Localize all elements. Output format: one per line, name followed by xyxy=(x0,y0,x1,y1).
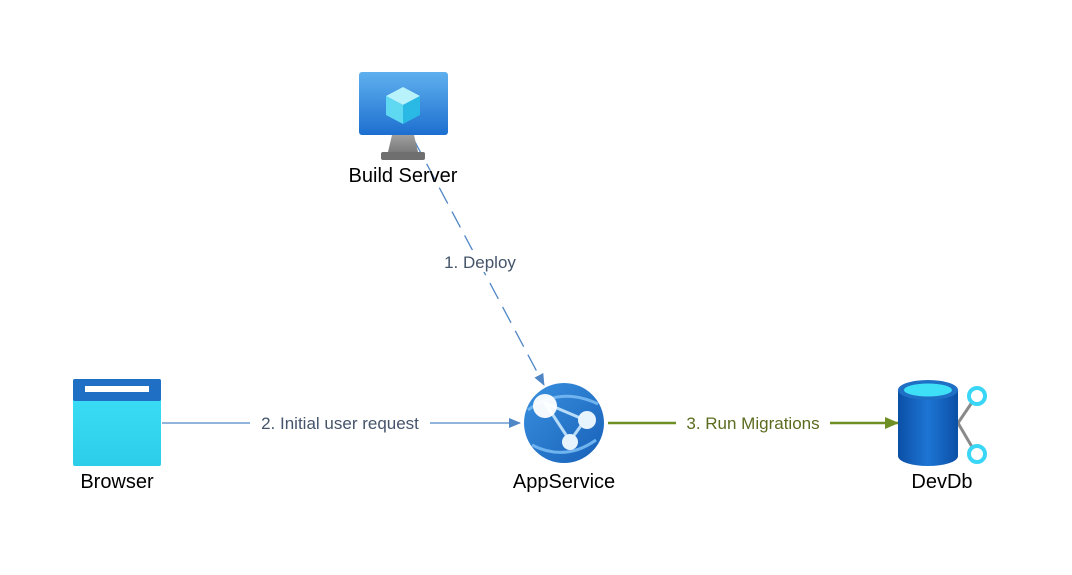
node-build-server[interactable]: Build Server xyxy=(349,72,458,187)
browser-label: Browser xyxy=(80,471,154,493)
app-service-label: AppService xyxy=(513,471,615,493)
run-migrations-label-bg xyxy=(676,411,830,435)
vm-monitor-icon xyxy=(359,72,448,160)
user-request-label: 2. Initial user request xyxy=(261,414,419,433)
node-app-service[interactable]: AppService xyxy=(513,383,615,493)
sql-database-icon xyxy=(898,380,987,466)
edge-run-migrations: 3. Run Migrations xyxy=(608,411,899,435)
build-server-label: Build Server xyxy=(349,165,458,187)
node-dev-db[interactable]: DevDb xyxy=(898,380,987,493)
deploy-label-bg xyxy=(436,250,524,272)
run-migrations-label: 3. Run Migrations xyxy=(686,414,819,433)
edge-user-request: 2. Initial user request xyxy=(162,411,521,435)
node-browser[interactable]: Browser xyxy=(73,379,161,493)
app-service-globe-icon xyxy=(524,383,604,463)
edge-deploy: 1. Deploy xyxy=(413,139,545,386)
user-request-label-bg xyxy=(250,411,430,435)
deploy-label: 1. Deploy xyxy=(444,253,516,272)
browser-window-icon xyxy=(73,379,161,466)
dev-db-label: DevDb xyxy=(911,471,972,493)
